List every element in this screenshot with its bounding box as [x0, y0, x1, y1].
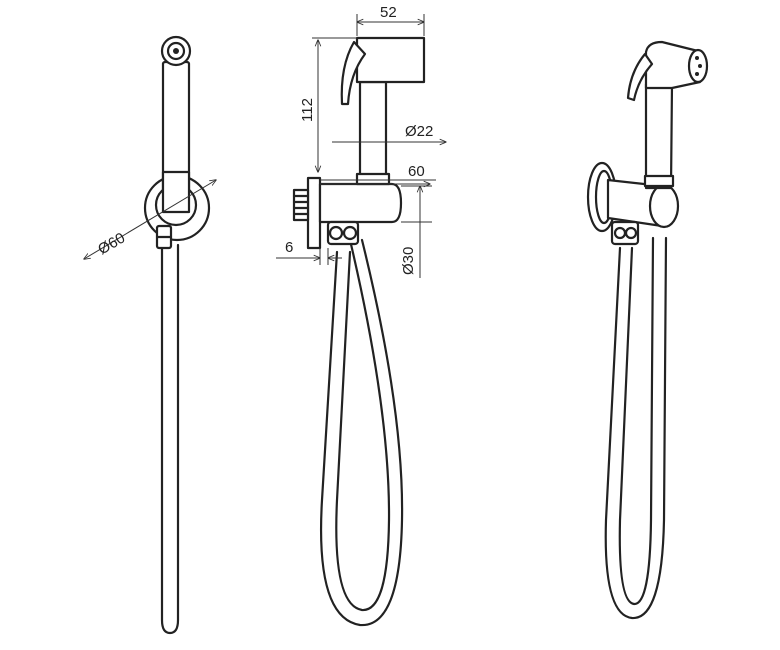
persp-hose-inner [618, 236, 655, 606]
side-holder-body [318, 182, 403, 224]
side-view: 52 112 Ø22 60 Ø30 6 [276, 4, 446, 627]
dia60-dimension-line [84, 180, 216, 259]
dia22-label: Ø22 [405, 123, 433, 140]
side-wall-plate [306, 176, 322, 250]
dim112-label: 112 [299, 98, 316, 122]
persp-handle-stem [644, 82, 674, 190]
dim60-label: 60 [408, 163, 425, 180]
dia60-label: Ø60 [95, 229, 128, 258]
front-nozzle-inner [166, 41, 186, 61]
side-hose-inner [335, 238, 391, 612]
persp-handle-head [644, 40, 704, 90]
front-nozzle-center [173, 48, 179, 54]
persp-lever [626, 52, 654, 102]
front-holder-neck [161, 170, 191, 214]
persp-handle-ring [643, 174, 675, 188]
persp-holder-cap [648, 183, 680, 229]
side-lever [340, 40, 367, 106]
side-handle-stem [358, 80, 388, 184]
dim52-label: 52 [380, 4, 397, 21]
dia30-label: Ø30 [400, 247, 417, 275]
dim6-label: 6 [285, 239, 293, 256]
side-thread-inlet [292, 188, 310, 222]
side-handle-head [355, 36, 426, 84]
side-handle-ring [355, 172, 391, 186]
persp-hose-outer [604, 236, 668, 620]
front-hose [160, 243, 180, 635]
perspective-view [586, 40, 709, 620]
side-hose-outer [319, 238, 404, 627]
front-view: Ø60 [84, 35, 216, 635]
